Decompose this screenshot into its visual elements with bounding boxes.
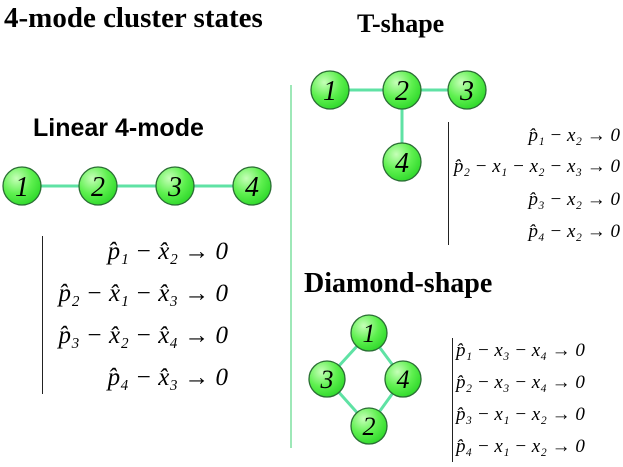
- diamond-title: Diamond-shape: [304, 268, 493, 299]
- linear-node-4-label: 4: [245, 172, 259, 203]
- linear-node-3: [155, 166, 195, 206]
- t-node-1-label: 1: [323, 76, 337, 107]
- diamond-graph: 1 3 4 2: [308, 314, 422, 445]
- linear-eq-1: p̂₁ − x̂₂ → 0: [107, 238, 228, 265]
- diamond-node-4: [384, 360, 422, 398]
- main-title: 4-mode cluster states: [4, 2, 263, 34]
- linear-node-2-label: 2: [91, 172, 105, 203]
- t-eq-4: p̂₄ − x₂ → 0: [528, 221, 620, 242]
- linear-node-2: [78, 166, 118, 206]
- t-eq-1: p̂₁ − x₂ → 0: [528, 125, 620, 146]
- t-node-2: [382, 70, 422, 110]
- linear-node-4: [232, 166, 272, 206]
- diamond-node-1: [350, 314, 388, 352]
- linear-node-1: [2, 166, 42, 206]
- diamond-eq-2: p̂₂ − x₃ − x₄ → 0: [456, 372, 585, 393]
- t-node-4: [382, 142, 422, 182]
- t-eq-2: p̂₂ − x₁ − x₂ − x₃ → 0: [453, 156, 620, 177]
- linear-graph: 1 2 3 4: [2, 166, 272, 206]
- diamond-node-3-label: 3: [320, 365, 334, 394]
- linear-node-1-label: 1: [15, 172, 29, 203]
- t-node-3-label: 3: [459, 76, 474, 107]
- diamond-brace: [452, 338, 453, 462]
- linear-node-3-label: 3: [167, 172, 182, 203]
- t-node-3: [447, 70, 487, 110]
- diamond-node-1-label: 1: [363, 319, 376, 348]
- t-shape-brace: [448, 122, 449, 245]
- diamond-node-2-label: 2: [363, 412, 376, 441]
- linear-title: Linear 4-mode: [33, 114, 204, 142]
- linear-eq-4: p̂₄ − x̂₃ → 0: [107, 364, 228, 391]
- linear-eq-2: p̂₂ − x̂₁ − x̂₃ → 0: [58, 280, 228, 307]
- t-shape-graph: 1 2 3 4: [310, 70, 487, 182]
- diamond-eq-3: p̂₃ − x₁ − x₂ → 0: [456, 404, 585, 425]
- diamond-eq-4: p̂₄ − x₁ − x₂ → 0: [456, 436, 585, 457]
- t-node-4-label: 4: [395, 148, 409, 179]
- diamond-node-4-label: 4: [397, 365, 410, 394]
- t-node-1: [310, 70, 350, 110]
- t-shape-title: T-shape: [357, 9, 445, 38]
- t-node-2-label: 2: [395, 76, 409, 107]
- diamond-node-2: [350, 407, 388, 445]
- linear-eq-3: p̂₃ − x̂₂ − x̂₄ → 0: [58, 322, 228, 349]
- diamond-node-3: [308, 360, 346, 398]
- t-eq-3: p̂₃ − x₂ → 0: [528, 189, 620, 210]
- linear-brace: [42, 236, 43, 394]
- diamond-eq-1: p̂₁ − x₃ − x₄ → 0: [456, 340, 585, 361]
